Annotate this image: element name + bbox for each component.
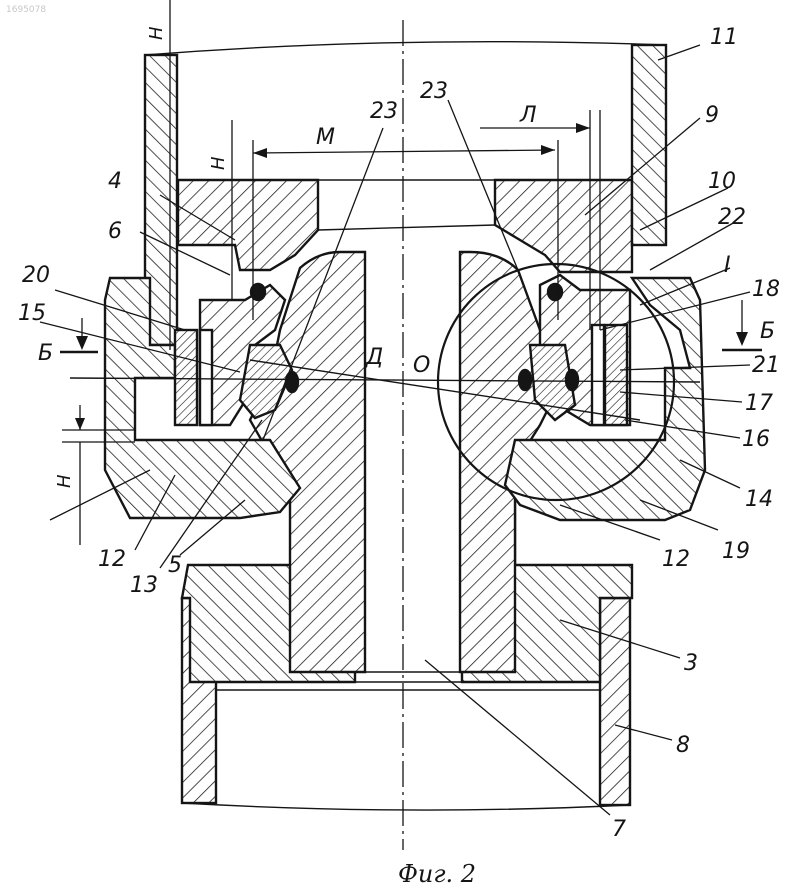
label-m: M bbox=[316, 125, 335, 150]
part-9-upper-flange bbox=[178, 180, 632, 272]
label-b-right: Б bbox=[760, 319, 775, 344]
label-11: 11 bbox=[710, 25, 738, 50]
label-b-left: Б bbox=[38, 341, 53, 366]
label-10: 10 bbox=[708, 169, 736, 194]
label-8: 8 bbox=[676, 733, 690, 758]
label-17: 17 bbox=[745, 391, 773, 416]
label-7: 7 bbox=[612, 817, 626, 842]
label-l: Л bbox=[519, 103, 537, 128]
label-9: 9 bbox=[705, 103, 719, 128]
label-roman-i: I bbox=[724, 253, 731, 278]
label-o: O bbox=[413, 353, 430, 378]
label-19: 19 bbox=[722, 539, 750, 564]
label-16: 16 bbox=[742, 427, 770, 452]
label-h-top: H bbox=[146, 26, 167, 40]
figure-caption: Фиг. 2 bbox=[398, 860, 476, 888]
label-5: 5 bbox=[168, 553, 182, 578]
patent-number-stamp: 1695078 bbox=[6, 5, 46, 15]
label-21: 21 bbox=[752, 353, 780, 378]
label-12-right: 12 bbox=[662, 547, 690, 572]
label-h-left: H bbox=[54, 474, 75, 488]
label-14: 14 bbox=[745, 487, 773, 512]
label-23-right: 23 bbox=[420, 79, 448, 104]
label-18: 18 bbox=[752, 277, 780, 302]
label-3: 3 bbox=[684, 651, 698, 676]
label-4: 4 bbox=[108, 169, 122, 194]
part-3-hub bbox=[182, 500, 632, 682]
section-marker-b-right bbox=[722, 300, 762, 350]
label-22: 22 bbox=[718, 205, 746, 230]
label-12-left: 12 bbox=[98, 547, 126, 572]
label-20: 20 bbox=[22, 263, 50, 288]
label-d: Д bbox=[365, 345, 383, 370]
label-6: 6 bbox=[108, 219, 122, 244]
label-13: 13 bbox=[130, 573, 158, 598]
label-23-left: 23 bbox=[370, 99, 398, 124]
label-h-mid: H bbox=[208, 156, 229, 170]
label-15: 15 bbox=[18, 301, 46, 326]
